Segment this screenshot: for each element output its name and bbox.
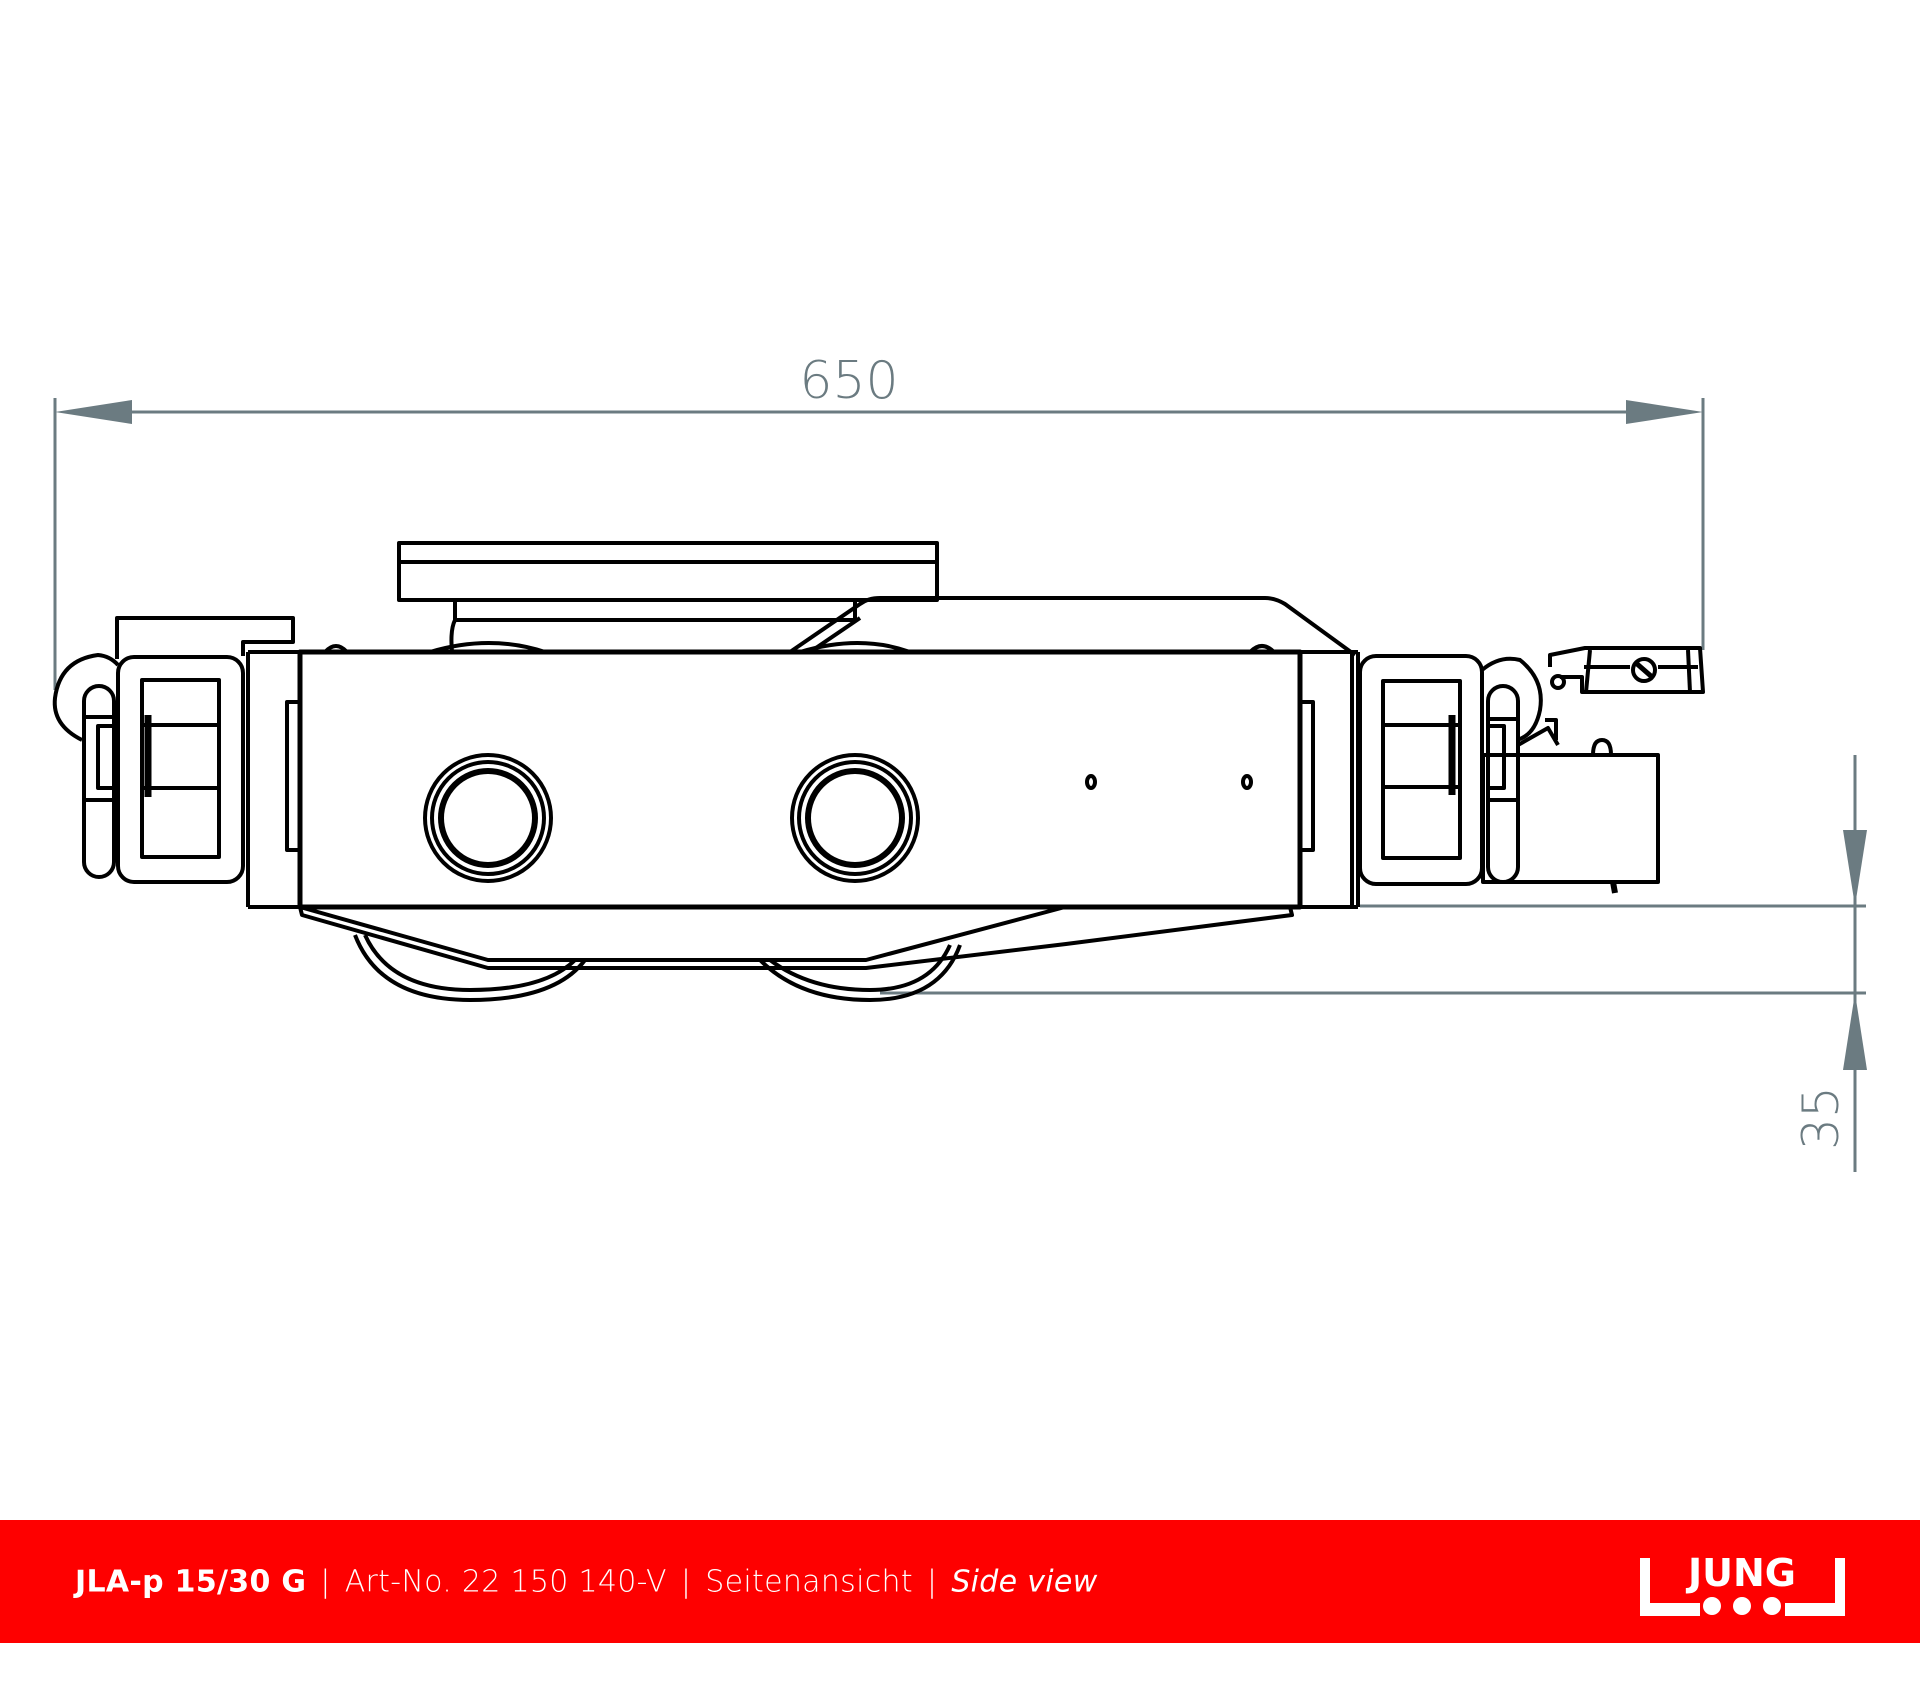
footer-title: JLA-p 15/30 G | Art-No. 22 150 140-V | Seite… [75, 1564, 1098, 1599]
footer-bar: JLA-p 15/30 G | Art-No. 22 150 140-V | Seite… [0, 1520, 1920, 1643]
model-name: JLA-p 15/30 G [75, 1564, 307, 1599]
separator: | [926, 1564, 938, 1599]
skate-side-view [52, 541, 1705, 1002]
view-label-en: Side view [951, 1564, 1098, 1599]
right-end-block [1358, 646, 1705, 894]
dimension-label-35: 35 [1792, 1086, 1850, 1150]
roller-left [423, 753, 553, 883]
separator: | [680, 1564, 692, 1599]
jung-logo: JUNG [1640, 1551, 1845, 1616]
dimension-ground-clearance: 35 [880, 755, 1867, 1172]
separator: | [320, 1564, 331, 1599]
roller-right [790, 753, 920, 883]
dimension-overall-length: 650 [53, 351, 1705, 690]
article-number: Art-No. 22 150 140-V [344, 1564, 667, 1599]
left-end-block [52, 616, 295, 884]
view-label-de: Seitenansicht [705, 1564, 913, 1599]
logo-text: JUNG [1685, 1551, 1796, 1595]
technical-drawing: 650 35 [52, 351, 1867, 1172]
dimension-label-650: 650 [799, 351, 898, 411]
